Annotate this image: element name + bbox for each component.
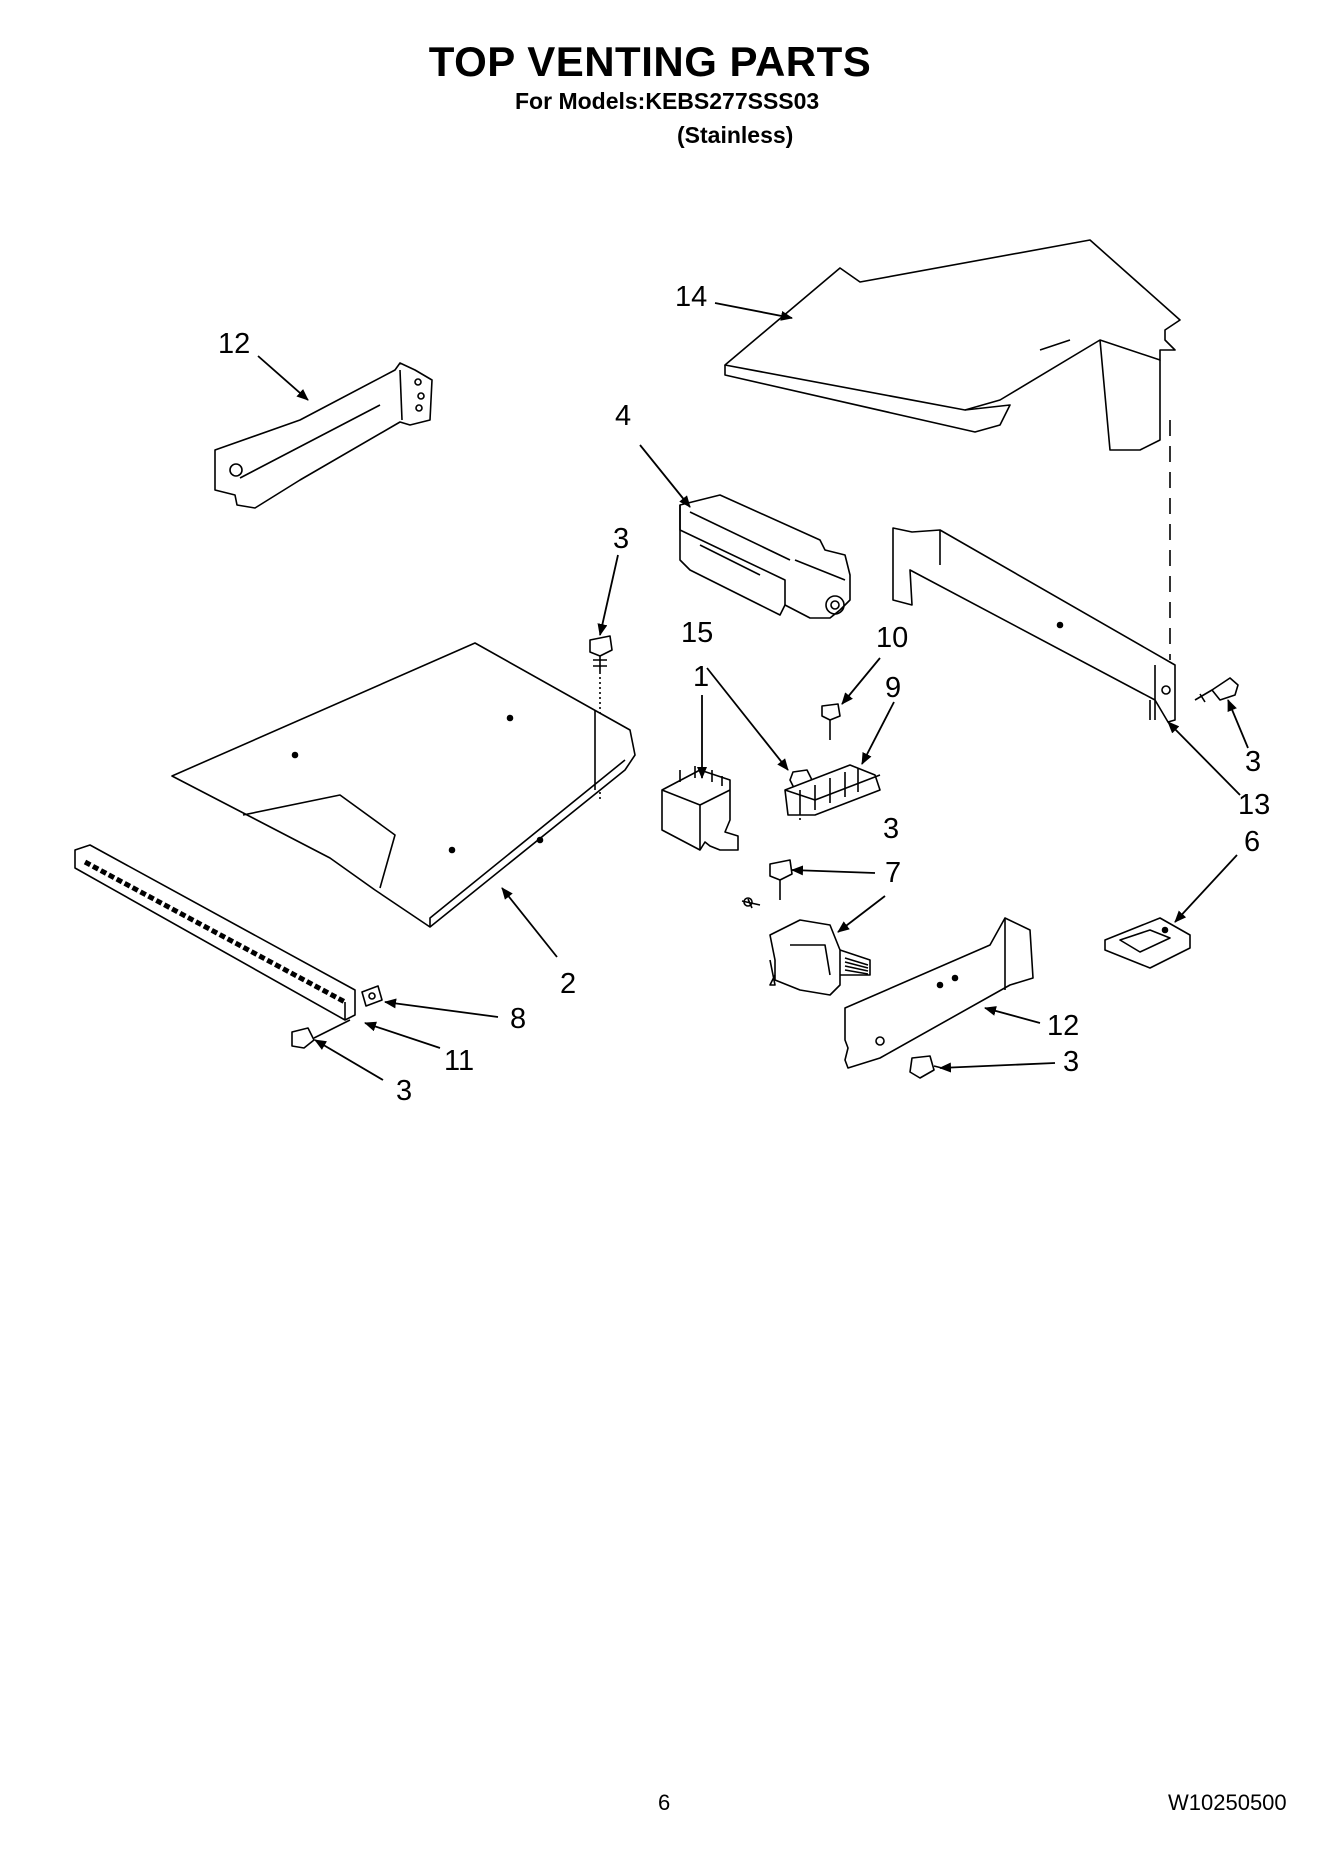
callout-1: 1 bbox=[693, 661, 709, 693]
screw-part bbox=[291, 1019, 351, 1049]
callout-8: 8 bbox=[510, 1003, 526, 1035]
vent-motor-part bbox=[679, 494, 851, 619]
callout-12: 12 bbox=[1047, 1010, 1079, 1042]
callout-12: 12 bbox=[218, 328, 250, 360]
cover-bracket-part bbox=[1104, 917, 1191, 969]
rear-rail-part bbox=[892, 527, 1176, 723]
terminal-block-part bbox=[784, 764, 881, 816]
document-number: W10250500 bbox=[1168, 1790, 1287, 1815]
front-vent-strip-part bbox=[74, 844, 356, 1021]
top-panel-part bbox=[171, 642, 636, 928]
callout-14: 14 bbox=[675, 281, 707, 313]
callout-3: 3 bbox=[613, 523, 629, 555]
side-bracket-part bbox=[844, 917, 1034, 1069]
callout-labels: 14 12 4 3 15 10 1 9 3 13 6 3 7 2 8 11 3 … bbox=[218, 281, 1270, 1107]
callout-3: 3 bbox=[1063, 1046, 1079, 1078]
callout-11: 11 bbox=[444, 1045, 474, 1077]
callout-3: 3 bbox=[1245, 746, 1261, 778]
side-bracket-part bbox=[214, 362, 433, 509]
callout-13: 13 bbox=[1238, 789, 1270, 821]
vent-cover-part bbox=[724, 239, 1181, 451]
leader-lines bbox=[257, 302, 1249, 1081]
screw-part bbox=[769, 859, 793, 900]
callout-10: 10 bbox=[876, 622, 908, 654]
callout-2: 2 bbox=[560, 968, 576, 1000]
clip-part bbox=[361, 985, 383, 1007]
screw-part bbox=[909, 1055, 951, 1079]
callout-9: 9 bbox=[885, 672, 901, 704]
callout-3: 3 bbox=[396, 1075, 412, 1107]
callout-6: 6 bbox=[1244, 826, 1260, 858]
page-title: TOP VENTING PARTS bbox=[428, 38, 872, 85]
relay-part bbox=[661, 766, 739, 851]
callout-15: 15 bbox=[681, 617, 713, 649]
screw-part bbox=[821, 703, 841, 740]
models-line: For Models:KEBS277SSS03 bbox=[515, 88, 820, 114]
screw-part bbox=[1194, 677, 1239, 703]
transformer-part bbox=[741, 897, 871, 996]
callout-4: 4 bbox=[615, 400, 631, 432]
callout-7: 7 bbox=[885, 857, 901, 889]
callout-3: 3 bbox=[883, 813, 899, 845]
page-number: 6 bbox=[658, 1790, 671, 1815]
variant-label: (Stainless) bbox=[677, 122, 794, 148]
